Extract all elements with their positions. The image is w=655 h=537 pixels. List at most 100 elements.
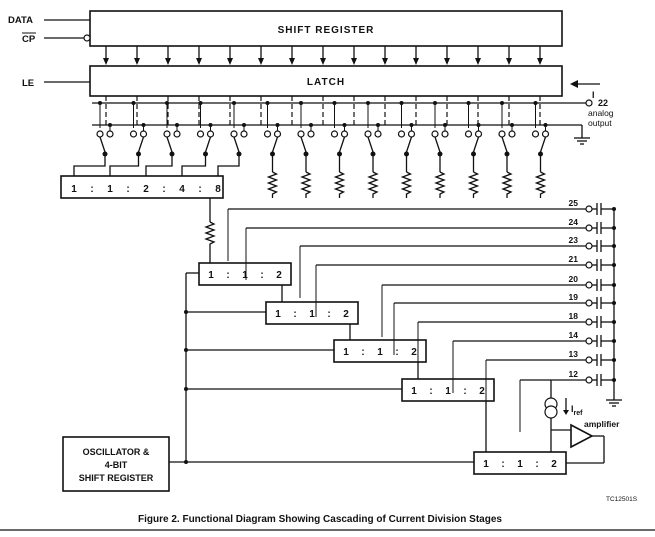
sr-arrow-head [475, 58, 481, 65]
figure-caption: Figure 2. Functional Diagram Showing Cas… [138, 514, 502, 525]
divider-stage-ratio-token: : [260, 270, 263, 281]
switch-contact [263, 130, 272, 138]
switch-pivot [471, 151, 476, 157]
bus-junction [332, 101, 337, 105]
switch-pivot [337, 151, 342, 157]
switch-contact [273, 130, 282, 138]
capacitor-pin-label: 12 [569, 369, 579, 379]
oscillator-block [62, 436, 170, 492]
divider-feed-line [217, 156, 240, 176]
divider-stage-ratio-token: : [293, 309, 296, 320]
capacitor-pin-terminal [585, 376, 593, 384]
switch-blade [472, 136, 480, 153]
capacitor-pin-terminal [585, 205, 593, 213]
switch-contact [206, 130, 215, 138]
switch-contact [374, 130, 382, 138]
capacitor-pin-terminal [585, 299, 593, 307]
shift-to-latch-arrows [103, 46, 543, 65]
capacitor-pin-terminal [585, 356, 593, 364]
switch-pivot [504, 151, 510, 157]
resistor [534, 171, 547, 198]
resistor [333, 171, 346, 198]
switch-contact [139, 130, 148, 138]
sr-arrow-head [382, 58, 388, 65]
switch-pivot [303, 151, 309, 157]
data-input-label: DATA [8, 15, 33, 26]
capacitor-pin-label: 18 [569, 311, 579, 321]
switch-blade [539, 136, 547, 153]
sr-arrow-head [165, 58, 171, 65]
divider-stage-ratio-token: : [395, 347, 398, 358]
capacitor-pin-label: 19 [569, 292, 579, 302]
reference-current-source [544, 380, 569, 452]
switch-pivot [203, 151, 208, 157]
bus-junction [131, 101, 136, 105]
sr-arrow-head [289, 58, 295, 65]
switch-pivot [370, 151, 376, 157]
bus-junction [399, 101, 404, 105]
oscillator-control-wiring [169, 272, 474, 464]
sr-arrow-head [227, 58, 233, 65]
resistor [434, 171, 446, 198]
switch-contact [364, 130, 372, 138]
bus-junction [299, 101, 303, 105]
capacitor-pin-label: 21 [569, 254, 579, 264]
divider-stage-2 [265, 301, 359, 325]
capacitor-pin-label: 14 [569, 330, 579, 340]
resistor [367, 171, 379, 198]
switch-blade [434, 136, 441, 153]
divider-feed-line [109, 156, 140, 176]
capacitor-pin-terminal [585, 337, 593, 345]
amplifier-label: amplifier [584, 419, 620, 429]
divider-stage-3 [333, 339, 427, 363]
switch-pivot [270, 151, 275, 157]
switch-blade [501, 136, 508, 153]
divider-feed-line [181, 156, 207, 176]
bus-junction [433, 101, 437, 105]
divider-feed-line [73, 156, 106, 176]
switch-contact [330, 130, 339, 138]
divider-stage-ratio-token: 2 [479, 386, 485, 397]
main-divider-ratio-token: 2 [143, 184, 149, 195]
divider-stage-ratio-token: : [327, 309, 330, 320]
latch-control-lines [105, 96, 541, 128]
switch-pivot [169, 151, 175, 157]
main-divider-ratio-token: : [198, 184, 201, 195]
main-divider-ratio-token: : [162, 184, 165, 195]
divider-stage-ratio-token: : [501, 459, 504, 470]
switch-contact [464, 130, 473, 138]
switch-contact [531, 130, 540, 138]
capacitor-pin-terminal [585, 261, 593, 269]
main-divider-ratio-token: : [126, 184, 129, 195]
switch-blade [271, 136, 279, 153]
switch-contact [173, 130, 181, 138]
switch-blade [300, 136, 307, 153]
switch-contact [340, 130, 349, 138]
switch-contact [96, 130, 104, 138]
cp-input-label: CP [22, 34, 36, 45]
shift-register-label: SHIFT REGISTER [278, 25, 375, 36]
switch-blade [367, 136, 374, 153]
sr-arrow-head [320, 58, 326, 65]
divider-stage-ratio-token: 2 [411, 347, 417, 358]
capacitor-pin-label: 23 [569, 235, 579, 245]
divider-stage-ratio-token: 1 [242, 270, 248, 281]
oscillator-label-3: SHIFT REGISTER [79, 473, 154, 483]
divider-stage-ratio-token: : [361, 347, 364, 358]
switch-contact [397, 130, 406, 138]
divider-stage-ratios: 1:1:21:1:21:1:21:1:21:1:2 [208, 270, 557, 470]
resistor [400, 171, 413, 198]
pin-22-terminal [585, 99, 593, 107]
resistor [467, 171, 480, 198]
switch-pivot [102, 151, 108, 157]
divider-stage-ratio-token: : [226, 270, 229, 281]
switch-blade [338, 136, 346, 153]
cp-inversion-bubble [83, 34, 91, 42]
sr-arrow-head [196, 58, 202, 65]
analog-output-pin-label: 22 [598, 98, 608, 108]
resistor [266, 171, 279, 198]
switch-contact [240, 130, 248, 138]
main-divider-ratio-token: : [90, 184, 93, 195]
